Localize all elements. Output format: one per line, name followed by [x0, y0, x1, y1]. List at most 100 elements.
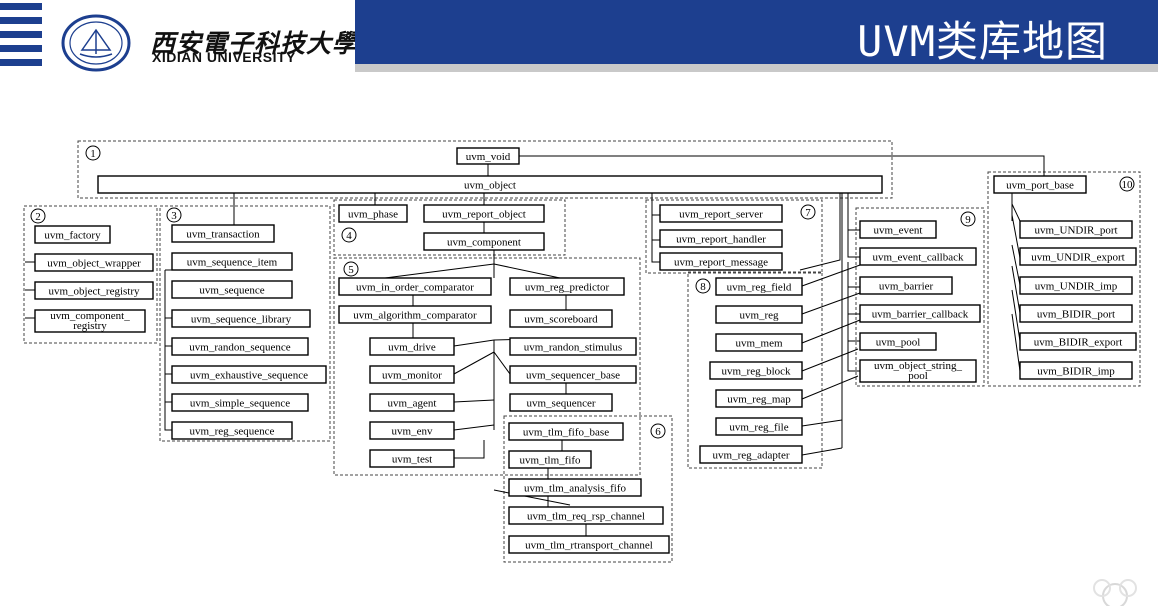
- class-node-uvm-component-registry: uvm_component_registry: [34, 309, 146, 333]
- class-label: uvm_randon_sequence: [189, 342, 291, 354]
- group-box-2: [23, 205, 158, 344]
- class-box: [859, 276, 953, 295]
- class-box: [715, 333, 803, 352]
- class-box: [709, 361, 803, 380]
- group-number-3: 3: [171, 210, 177, 222]
- class-node-uvm-UNDIR-export: uvm_UNDIR_export: [1019, 247, 1137, 266]
- class-box: [171, 365, 327, 384]
- class-box: [171, 280, 293, 299]
- group-number-marker: [166, 207, 182, 223]
- class-label: uvm_barrier_callback: [872, 309, 969, 321]
- class-box: [171, 421, 293, 440]
- class-box: [508, 535, 670, 554]
- class-node-uvm-simple-sequence: uvm_simple_sequence: [171, 393, 309, 412]
- class-box: [369, 365, 455, 384]
- class-label: uvm_reg_field: [727, 282, 792, 294]
- inheritance-edge: [1011, 214, 1021, 259]
- group-number-marker: [800, 204, 816, 220]
- class-label: uvm_object_string_: [874, 360, 962, 372]
- inheritance-edge: [1011, 313, 1021, 372]
- class-box: [423, 204, 545, 223]
- class-box: [659, 229, 783, 248]
- class-node-uvm-reg-predictor: uvm_reg_predictor: [509, 277, 625, 296]
- class-box: [859, 304, 981, 323]
- class-label: uvm_simple_sequence: [190, 398, 290, 410]
- inheritance-edge: [493, 263, 561, 279]
- class-label: uvm_reg_block: [721, 366, 791, 378]
- class-node-uvm-object-string-pool: uvm_object_string_pool: [859, 359, 977, 383]
- class-box: [338, 277, 492, 296]
- class-node-uvm-reg-adapter: uvm_reg_adapter: [699, 445, 803, 464]
- class-label: registry: [73, 320, 107, 332]
- class-box: [456, 147, 520, 165]
- class-label: uvm_port_base: [1006, 180, 1074, 192]
- inheritance-edge: [847, 287, 860, 315]
- class-label: uvm_tlm_fifo: [519, 455, 581, 467]
- class-box: [715, 305, 803, 324]
- class-node-uvm-report-server: uvm_report_server: [659, 204, 783, 223]
- class-node-uvm-void: uvm_void: [456, 147, 520, 165]
- group-number-6: 6: [655, 426, 661, 438]
- class-node-uvm-barrier: uvm_barrier: [859, 276, 953, 295]
- class-label: uvm_component_: [50, 310, 130, 322]
- class-label: uvm_UNDIR_imp: [1035, 281, 1118, 293]
- class-label: uvm_event: [874, 225, 923, 237]
- class-node-uvm-reg-file: uvm_reg_file: [715, 417, 803, 436]
- university-name-en: XIDIAN UNIVERSITY: [152, 49, 296, 65]
- class-node-uvm-tlm-analysis-fifo: uvm_tlm_analysis_fifo: [508, 478, 642, 497]
- group-box-3: [159, 205, 331, 442]
- class-label: uvm_reg_file: [729, 422, 788, 434]
- group-number-5: 5: [348, 264, 354, 276]
- class-node-uvm-randon-stimulus: uvm_randon_stimulus: [509, 337, 637, 356]
- group-box-1: [77, 140, 893, 199]
- class-box: [859, 220, 937, 239]
- class-label: uvm_object_wrapper: [47, 258, 141, 270]
- class-node-uvm-tlm-req-rsp-channel: uvm_tlm_req_rsp_channel: [508, 506, 664, 525]
- class-node-uvm-sequence-library: uvm_sequence_library: [171, 309, 311, 328]
- class-label: uvm_reg_map: [727, 394, 791, 406]
- slide-header: 西安電子科技大學 XIDIAN UNIVERSITY UVM类库地图: [0, 0, 1158, 72]
- inheritance-edge: [801, 419, 843, 427]
- class-box: [171, 337, 309, 356]
- class-box: [369, 449, 455, 468]
- group-number-9: 9: [965, 214, 971, 226]
- class-label: uvm_tlm_rtransport_channel: [525, 540, 653, 552]
- inheritance-edge: [801, 348, 859, 372]
- class-box: [369, 337, 455, 356]
- inheritance-edge: [847, 314, 860, 342]
- class-label: uvm_event_callback: [872, 252, 964, 264]
- inheritance-edge: [1011, 265, 1021, 314]
- class-label: uvm_monitor: [382, 370, 442, 382]
- class-node-uvm-UNDIR-imp: uvm_UNDIR_imp: [1019, 276, 1133, 295]
- inheritance-edge: [453, 351, 495, 375]
- class-label: uvm_UNDIR_export: [1031, 252, 1125, 264]
- group-box-6: [503, 415, 673, 563]
- class-node-uvm-report-message: uvm_report_message: [659, 252, 783, 271]
- inheritance-edge: [519, 155, 1045, 176]
- class-node-uvm-reg: uvm_reg: [715, 305, 803, 324]
- inheritance-edge: [801, 319, 861, 344]
- class-label: uvm_barrier: [879, 281, 934, 293]
- class-node-uvm-object-wrapper: uvm_object_wrapper: [34, 253, 154, 272]
- class-label: uvm_reg: [739, 310, 779, 322]
- class-box: [171, 309, 311, 328]
- class-label: uvm_report_handler: [676, 234, 766, 246]
- inheritance-edge: [1011, 244, 1021, 286]
- inheritance-edge: [847, 230, 860, 258]
- class-label: uvm_env: [392, 426, 433, 438]
- class-node-uvm-object: uvm_object: [97, 175, 883, 194]
- class-box: [97, 175, 883, 194]
- class-box: [859, 332, 937, 351]
- class-node-uvm-algorithm-comparator: uvm_algorithm_comparator: [338, 305, 492, 324]
- group-box-9: [855, 207, 985, 387]
- class-label: uvm_tlm_analysis_fifo: [524, 483, 627, 495]
- class-label: uvm_object: [464, 180, 516, 192]
- class-node-uvm-sequence-item: uvm_sequence_item: [171, 252, 293, 271]
- class-node-uvm-pool: uvm_pool: [859, 332, 937, 351]
- class-label: uvm_algorithm_comparator: [353, 310, 477, 322]
- group-number-7: 7: [805, 207, 811, 219]
- class-label: uvm_phase: [348, 209, 398, 221]
- title-underline: [355, 64, 1158, 72]
- group-number-marker: [341, 227, 357, 243]
